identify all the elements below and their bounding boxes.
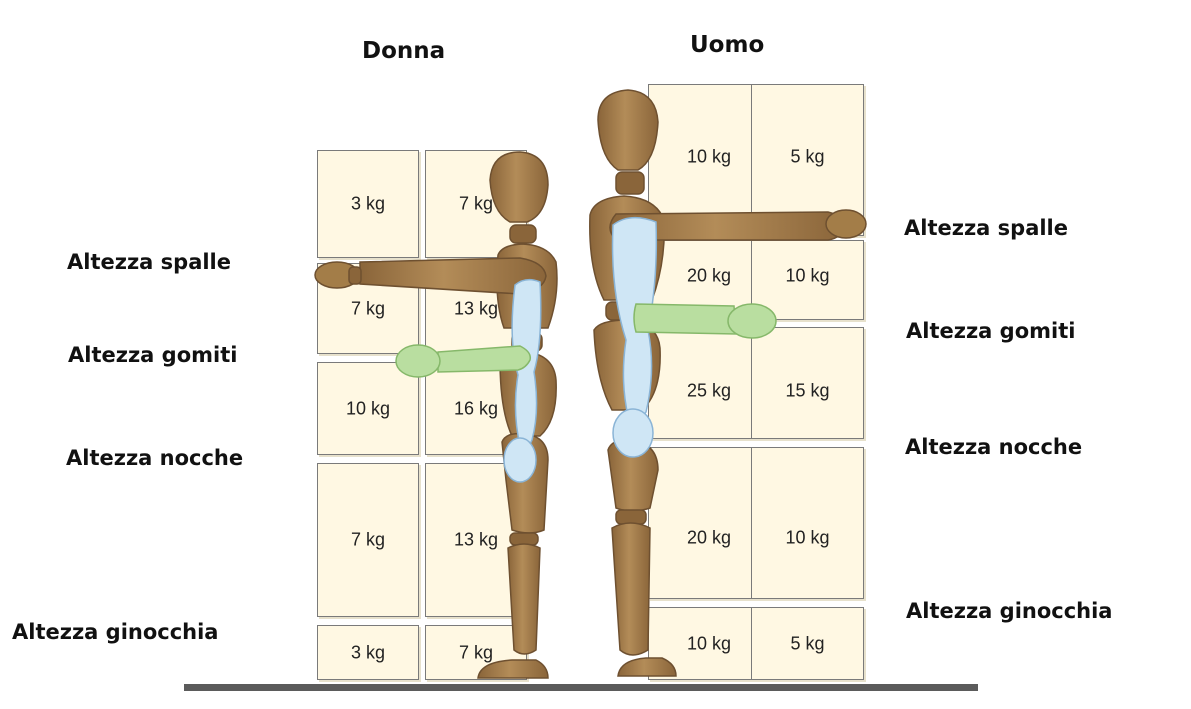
label-donna-ginocchia: Altezza ginocchia [12,620,218,644]
label-uomo-gomiti: Altezza gomiti [906,319,1075,343]
floor-line [184,684,978,691]
uomo-mannequin [590,90,866,676]
label-donna-gomiti: Altezza gomiti [68,343,237,367]
donna-mannequin [315,152,557,678]
label-uomo-ginocchia: Altezza ginocchia [906,599,1112,623]
label-uomo-nocche: Altezza nocche [905,435,1082,459]
label-donna-nocche: Altezza nocche [66,446,243,470]
label-donna-spalle: Altezza spalle [67,250,231,274]
label-uomo-spalle: Altezza spalle [904,216,1068,240]
